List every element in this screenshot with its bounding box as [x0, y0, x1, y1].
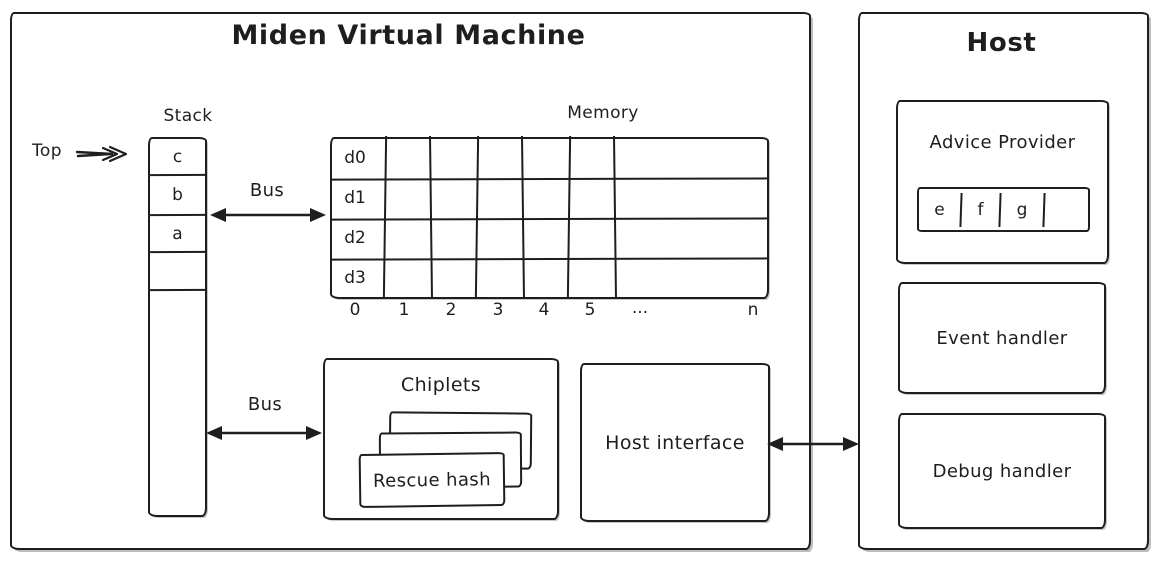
stack-cell: [149, 252, 206, 292]
bus-lower-label: Bus: [247, 394, 283, 415]
memory-col-label: n: [747, 300, 759, 320]
chiplets-box: Chiplets Rescue hash: [323, 358, 559, 520]
memory-col-label: 4: [538, 300, 550, 320]
host-title: Host: [966, 28, 1037, 58]
stack-top-arrow-icon: [75, 145, 128, 163]
memory-row-label: d0: [344, 148, 366, 168]
memory-grid-hline: [330, 217, 770, 221]
memory-row-label: d2: [344, 228, 366, 248]
stack-box: c b a: [148, 137, 207, 517]
memory-grid-hline: [330, 257, 770, 261]
stack-cell: c: [149, 138, 206, 177]
event-handler-box: Event handler: [898, 282, 1106, 394]
vm-title: Miden Virtual Machine: [231, 20, 586, 51]
advice-provider-label: Advice Provider: [929, 132, 1076, 153]
stack-cell: a: [149, 215, 206, 254]
stack-top-label: Top: [32, 141, 62, 161]
memory-col-label: 5: [584, 300, 596, 320]
advice-tape-cell: f: [962, 189, 999, 230]
advice-tape-cell: e: [919, 189, 960, 230]
advice-tape-cell: g: [1001, 189, 1043, 230]
chiplet-card-front: Rescue hash: [358, 451, 506, 509]
stack-cell-value: c: [172, 146, 183, 167]
memory-col-label: 1: [398, 300, 410, 320]
bus-upper-label: Bus: [249, 180, 285, 201]
memory-col-label: 2: [445, 300, 457, 320]
memory-row-label: d3: [344, 268, 366, 288]
event-handler-label: Event handler: [936, 327, 1068, 349]
bus-upper-arrow-icon: [210, 208, 326, 222]
chiplets-label: Chiplets: [400, 374, 482, 396]
advice-tape-value: f: [977, 199, 984, 220]
stack-cell-value: b: [172, 184, 183, 206]
advice-provider-box: Advice Provider e f g: [896, 100, 1109, 264]
stack-cell-value: a: [172, 223, 183, 244]
memory-col-label: ...: [631, 298, 649, 318]
advice-tape-value: g: [1016, 199, 1028, 220]
memory-grid: d0 d1 d2 d3: [330, 135, 770, 300]
memory-col-label: 0: [349, 300, 361, 320]
rescue-hash-label: Rescue hash: [372, 468, 492, 492]
advice-tape-cell: [1045, 189, 1088, 230]
stack-cell: b: [149, 175, 206, 217]
memory-col-label: 3: [492, 300, 504, 320]
debug-handler-label: Debug handler: [932, 460, 1072, 482]
memory-row-label: d1: [344, 188, 366, 208]
host-interface-box: Host interface: [580, 363, 770, 522]
advice-tape: e f g: [917, 187, 1090, 232]
host-interface-label: Host interface: [605, 431, 745, 454]
debug-handler-box: Debug handler: [898, 413, 1106, 529]
advice-tape-value: e: [934, 199, 945, 220]
bus-lower-arrow-icon: [206, 426, 322, 440]
memory-grid-hline: [330, 177, 770, 181]
host-link-arrow-icon: [767, 437, 859, 451]
stack-label: Stack: [163, 106, 213, 126]
memory-label: Memory: [567, 103, 639, 123]
